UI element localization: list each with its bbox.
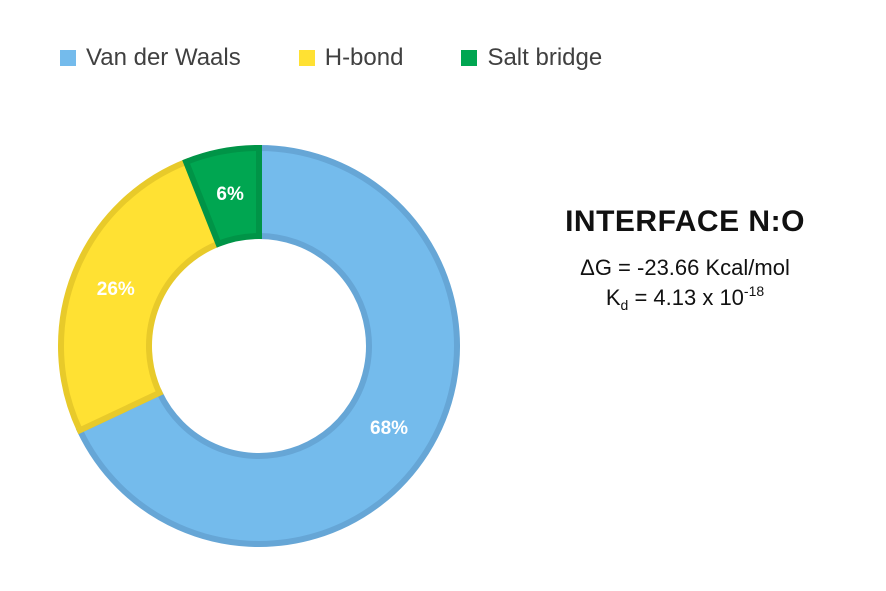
interface-title: INTERFACE N:O xyxy=(565,205,805,238)
interface-info-panel: INTERFACE N:O ΔG = -23.66 Kcal/mol Kd = … xyxy=(540,205,830,315)
legend-item: H-bond xyxy=(298,44,404,72)
slice-label: 68% xyxy=(370,418,408,439)
chart-legend: Van der Waals H-bond Salt bridge xyxy=(60,44,602,72)
donut-slice xyxy=(58,158,223,435)
kd-subscript: d xyxy=(620,297,629,313)
legend-label: H-bond xyxy=(324,44,404,71)
kd-prefix: K xyxy=(605,285,621,310)
kd-value: = 4.13 x 10 xyxy=(628,285,744,310)
kd-text: Kd = 4.13 x 10-18 xyxy=(540,283,830,315)
donut-chart: 68% 26% 6% xyxy=(58,144,460,547)
legend-swatch xyxy=(298,50,315,66)
legend-item: Salt bridge xyxy=(461,44,602,72)
donut-slice xyxy=(182,144,262,248)
legend-item: Van der Waals xyxy=(60,44,241,72)
donut-slice xyxy=(75,144,460,547)
legend-swatch xyxy=(60,50,76,66)
delta-g-text: ΔG = -23.66 Kcal/mol xyxy=(580,255,790,280)
kd-exponent: -18 xyxy=(743,283,765,299)
slice-label: 26% xyxy=(97,279,135,300)
legend-label: Van der Waals xyxy=(86,44,241,71)
legend-swatch xyxy=(461,50,478,66)
slice-label: 6% xyxy=(216,184,244,205)
legend-label: Salt bridge xyxy=(487,44,603,71)
